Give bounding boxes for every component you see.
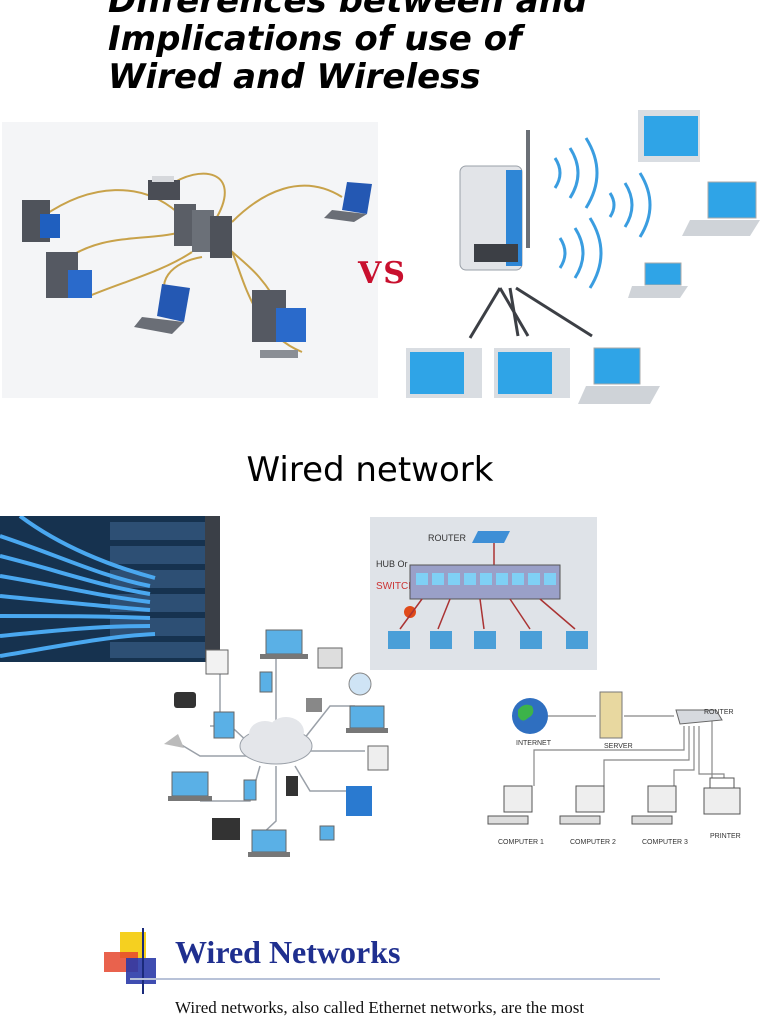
tablet-icon [213, 711, 235, 739]
server-label: SERVER [604, 743, 633, 750]
monitor-icon [317, 647, 343, 669]
printer-icon [703, 777, 741, 815]
usb-icon [286, 776, 298, 796]
hub-switch-diagram: ROUTER HUB Or SWITCH [370, 517, 597, 670]
laptop-icon [628, 262, 688, 298]
computer-2-label: COMPUTER 2 [570, 839, 616, 846]
cloud-network-diagram [164, 629, 389, 857]
versus-label: VS [358, 256, 407, 291]
printer-icon [148, 176, 180, 200]
lock-icon [306, 698, 322, 712]
computer-icon [631, 785, 677, 825]
calculator-icon [367, 745, 389, 771]
laptop-icon [324, 182, 372, 222]
switch-label: SWITCH [376, 581, 415, 592]
computer-3-label: COMPUTER 3 [642, 839, 688, 846]
computer-icon [559, 785, 605, 825]
slide-body-text: Wired networks, also called Ethernet net… [175, 998, 585, 1017]
book-icon [346, 786, 372, 816]
computer-icon [487, 785, 533, 825]
phone-icon [243, 779, 257, 801]
desktop-icon [22, 200, 60, 242]
router-network-diagram: INTERNET SERVER ROUTER COMPUTER 1 COMPUT… [487, 691, 741, 846]
phone-icon [259, 671, 273, 693]
camera-icon [174, 692, 196, 708]
desktop-icon [494, 348, 570, 398]
laptop-icon [248, 829, 290, 857]
cloud-icon [239, 717, 313, 765]
router-label: ROUTER [704, 709, 734, 716]
wired-network-illustration [2, 122, 378, 398]
computer-1-label: COMPUTER 1 [498, 839, 544, 846]
laptop-icon [346, 705, 388, 733]
satellite-icon [164, 734, 184, 748]
server-stack-icon [174, 204, 232, 258]
laptop-icon [682, 181, 760, 236]
title-line-2: Implications of use of [108, 19, 522, 59]
slide-divider [130, 978, 660, 980]
page-title: Differences between and Implications of … [108, 0, 748, 96]
router-icon [472, 531, 510, 543]
computer-icon [388, 631, 588, 649]
wireless-router-icon [459, 130, 530, 271]
printer-label: PRINTER [710, 833, 741, 840]
server-icon [599, 691, 623, 739]
laptop-icon [168, 771, 212, 801]
wireless-network-illustration [406, 110, 760, 404]
search-icon [319, 825, 335, 841]
signal-dot-icon [404, 606, 416, 618]
contacts-icon [205, 649, 229, 675]
desktop-icon [638, 110, 700, 162]
desktop-icon [252, 290, 306, 358]
laptop-icon [260, 629, 308, 659]
laptop-icon [578, 347, 660, 404]
wifi-signal-icon [553, 137, 652, 289]
router-icon [675, 709, 723, 725]
clapperboard-icon [212, 818, 240, 840]
hub-label: HUB Or [376, 559, 408, 569]
network-cables-photo [0, 516, 220, 662]
desktop-icon [46, 252, 92, 298]
router-label: ROUTER [428, 533, 467, 543]
disc-icon [348, 672, 372, 696]
title-line-3: Wired and Wireless [108, 57, 481, 97]
title-line-1: Differences between and [108, 0, 588, 21]
slide-logo-squares [104, 928, 156, 994]
slide-heading: Wired Networks [175, 934, 401, 970]
section-title: Wired network [246, 450, 494, 490]
switch-icon [409, 564, 561, 600]
desktop-icon [406, 348, 482, 398]
globe-icon [512, 698, 548, 734]
laptop-icon [134, 284, 190, 334]
internet-label: INTERNET [516, 740, 552, 747]
